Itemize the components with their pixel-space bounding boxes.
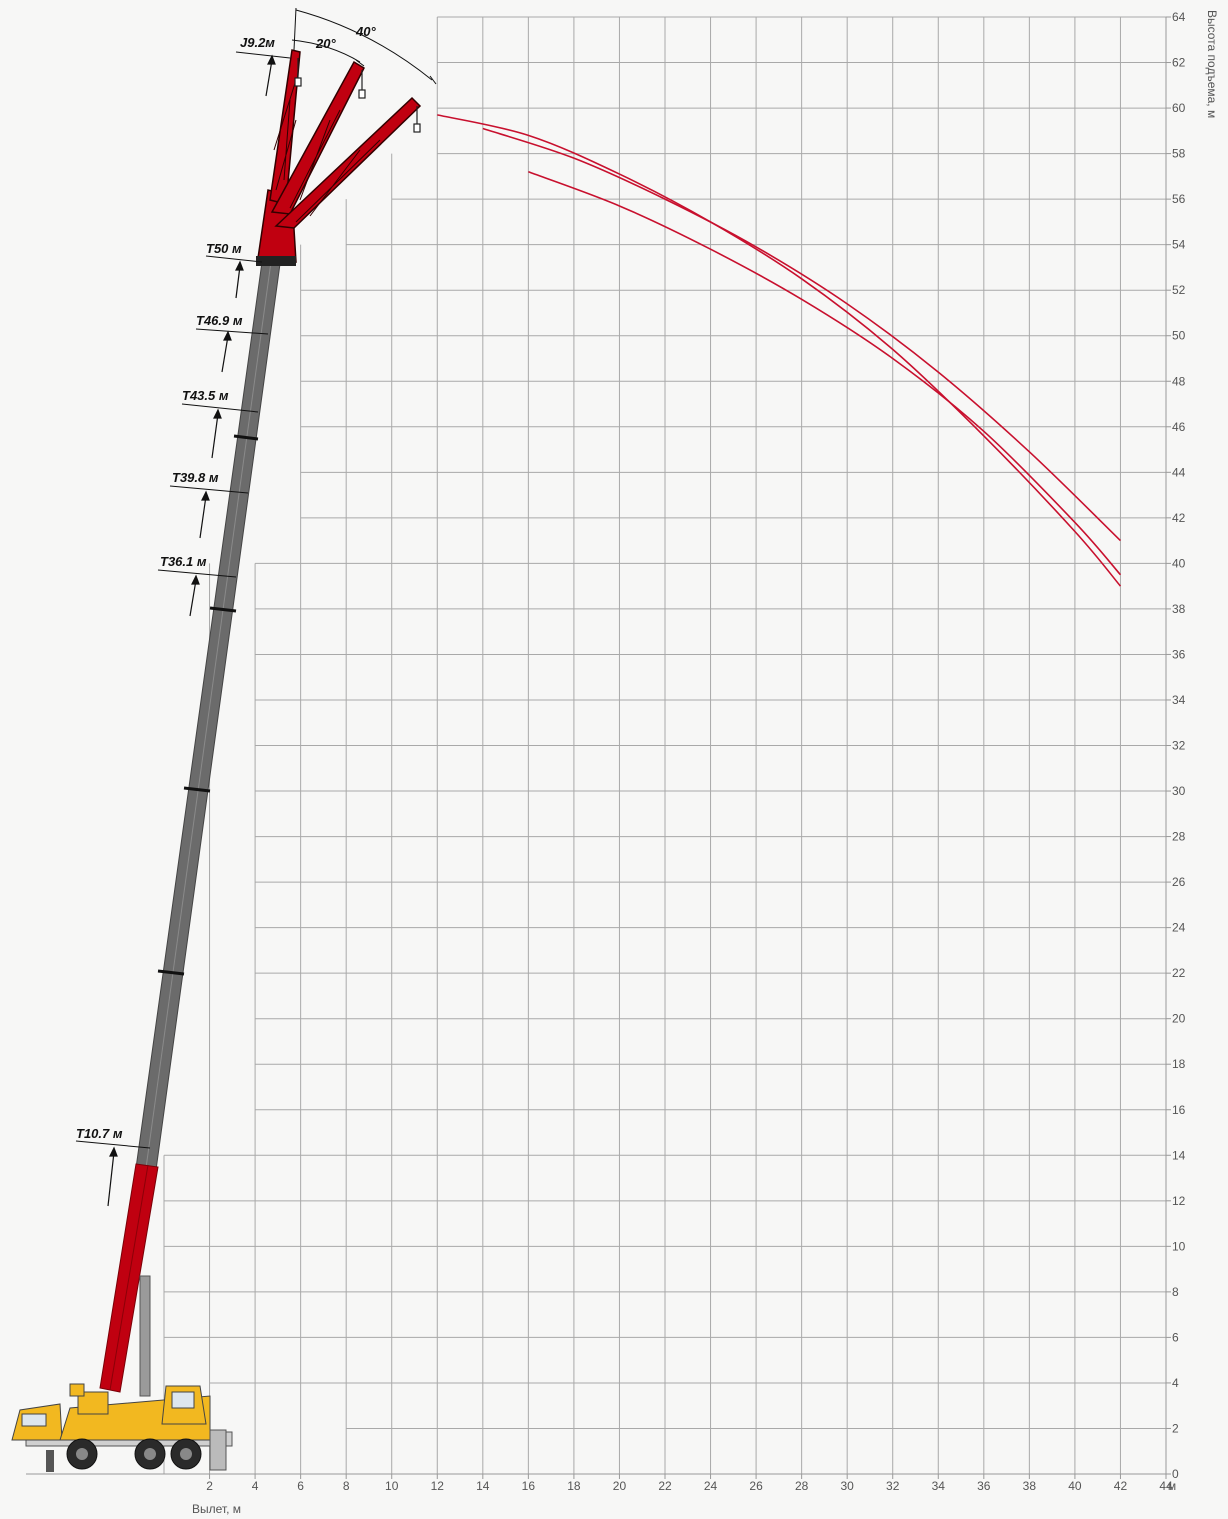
- y-tick-label: 28: [1172, 830, 1186, 844]
- y-tick-label: 8: [1172, 1285, 1179, 1299]
- x-tick-label: 12: [431, 1479, 445, 1493]
- boom-labels: J9.2м T50 м T46.9 м T43.5 м T39.8 м T36.…: [76, 24, 376, 1141]
- truck-carrier: [11, 1383, 233, 1472]
- boom-label-j92: J9.2м: [240, 35, 275, 50]
- angle-label-20: 20°: [315, 36, 336, 51]
- y-tick-label: 16: [1172, 1103, 1186, 1117]
- y-tick-label: 34: [1172, 693, 1186, 707]
- x-tick-label: 22: [658, 1479, 672, 1493]
- x-tick-label: 20: [613, 1479, 627, 1493]
- y-tick-label: 52: [1172, 283, 1186, 297]
- x-tick-label: 30: [841, 1479, 855, 1493]
- crane-illustration: J9.2м T50 м T46.9 м T43.5 м T39.8 м T36.…: [11, 7, 437, 1472]
- boom-label-t50: T50 м: [206, 241, 242, 256]
- y-axis-title: Высота подъема, м: [1205, 10, 1219, 118]
- x-tick-label: 26: [749, 1479, 763, 1493]
- x-tick-label: 2: [206, 1479, 213, 1493]
- x-tick-label: 8: [343, 1479, 350, 1493]
- x-unit-label: м: [1168, 1479, 1176, 1493]
- y-tick-label: 60: [1172, 101, 1186, 115]
- x-tick-label: 42: [1114, 1479, 1128, 1493]
- series-line-1: [437, 114, 1122, 587]
- y-tick-label: 6: [1172, 1330, 1179, 1344]
- y-tick-label: 40: [1172, 556, 1186, 570]
- x-tick-label: 36: [977, 1479, 991, 1493]
- y-tick-label: 20: [1172, 1012, 1186, 1026]
- y-tick-label: 24: [1172, 921, 1186, 935]
- x-tick-label: 40: [1068, 1479, 1082, 1493]
- y-tick-label: 30: [1172, 784, 1186, 798]
- y-tick-label: 42: [1172, 511, 1186, 525]
- y-tick-label: 36: [1172, 647, 1186, 661]
- y-tick-label: 44: [1172, 465, 1186, 479]
- y-tick-label: 18: [1172, 1057, 1186, 1071]
- x-tick-label: 14: [476, 1479, 490, 1493]
- y-tick-label: 12: [1172, 1194, 1186, 1208]
- x-tick-label: 38: [1023, 1479, 1037, 1493]
- y-tick-label: 2: [1172, 1421, 1179, 1435]
- series-line-2: [482, 127, 1122, 542]
- x-tick-label: 18: [567, 1479, 581, 1493]
- y-tick-label: 26: [1172, 875, 1186, 889]
- y-tick-label: 50: [1172, 329, 1186, 343]
- grid: [26, 16, 1167, 1475]
- x-tick-label: 28: [795, 1479, 809, 1493]
- boom-label-t435: T43.5 м: [182, 388, 229, 403]
- range-curves: [437, 114, 1122, 587]
- x-tick-label: 44: [1159, 1479, 1173, 1493]
- angle-label-40: 40°: [355, 24, 376, 39]
- y-tick-label: 46: [1172, 420, 1186, 434]
- jib-20deg: [270, 60, 365, 215]
- x-tick-label: 6: [297, 1479, 304, 1493]
- series-line-3: [528, 171, 1122, 576]
- x-tick-label: 4: [252, 1479, 259, 1493]
- y-tick-label: 38: [1172, 602, 1186, 616]
- boom-label-t107: T10.7 м: [76, 1126, 123, 1141]
- y-tick-label: 54: [1172, 238, 1186, 252]
- boom-label-t398: T39.8 м: [172, 470, 219, 485]
- y-tick-label: 22: [1172, 966, 1186, 980]
- x-tick-label: 24: [704, 1479, 718, 1493]
- y-tick-label: 14: [1172, 1148, 1186, 1162]
- x-tick-label: 16: [522, 1479, 536, 1493]
- x-tick-label: 10: [385, 1479, 399, 1493]
- x-axis-title: Вылет, м: [192, 1502, 241, 1516]
- boom-label-t469: T46.9 м: [196, 313, 243, 328]
- y-tick-label: 58: [1172, 147, 1186, 161]
- y-tick-label: 48: [1172, 374, 1186, 388]
- y-tick-label: 0: [1172, 1467, 1179, 1481]
- y-tick-label: 10: [1172, 1239, 1186, 1253]
- y-tick-label: 62: [1172, 56, 1186, 70]
- y-tick-label: 56: [1172, 192, 1186, 206]
- jib-40deg: [274, 96, 422, 229]
- x-tick-label: 34: [932, 1479, 946, 1493]
- y-tick-label: 32: [1172, 739, 1186, 753]
- y-tick-label: 4: [1172, 1376, 1179, 1390]
- boom-label-t361: T36.1 м: [160, 554, 207, 569]
- x-tick-label: 32: [886, 1479, 900, 1493]
- y-tick-label: 64: [1172, 10, 1186, 24]
